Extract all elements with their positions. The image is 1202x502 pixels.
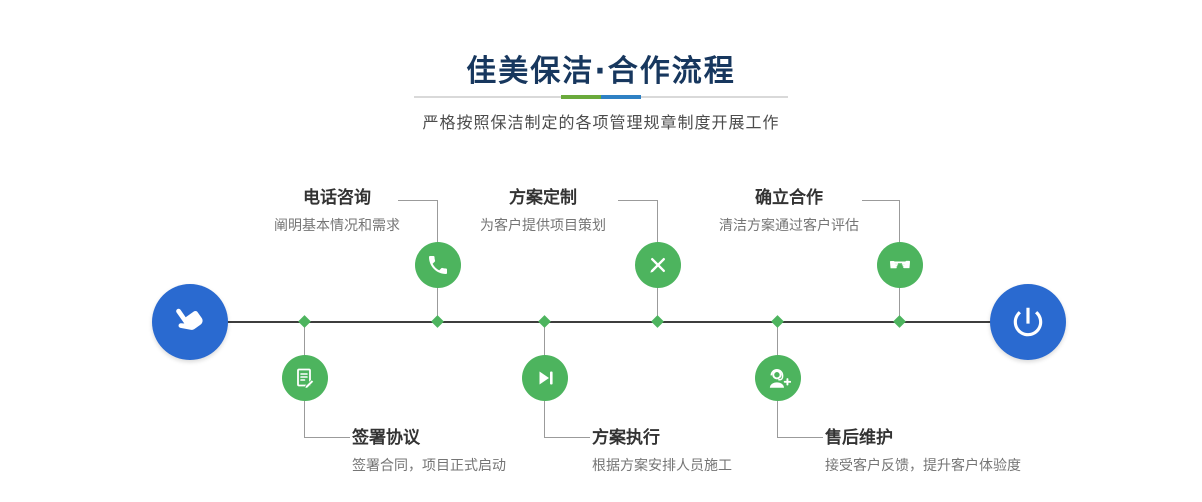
page-subtitle: 严格按照保洁制定的各项管理规章制度开展工作 (422, 113, 780, 132)
step-sign-agreement: 签署协议 签署合同，项目正式启动 (352, 428, 582, 475)
timeline-diamond (431, 315, 444, 328)
timeline-diamond (771, 315, 784, 328)
design-icon (646, 253, 670, 277)
timeline-diamond (298, 315, 311, 328)
step-plan-execute: 方案执行 根据方案安排人员施工 (592, 428, 822, 475)
step-plan-customize: 方案定制 为客户提供项目策划 (462, 188, 624, 235)
hand-pointer-icon (162, 294, 217, 350)
connector-line (398, 200, 438, 201)
step-title: 方案执行 (592, 428, 660, 448)
handshake-icon: ☛☚ (888, 255, 912, 274)
contract-icon (293, 366, 317, 390)
page-title: 佳美保洁·合作流程 (466, 54, 736, 89)
execute-icon (533, 366, 557, 390)
step-title: 售后维护 (825, 428, 893, 448)
step-title: 方案定制 (509, 188, 577, 208)
step-desc: 接受客户反馈，提升客户体验度 (825, 458, 1021, 474)
divider-accent-green (561, 95, 601, 99)
node-sign-agreement (282, 355, 328, 401)
connector-line (777, 437, 823, 438)
node-after-sales (755, 355, 801, 401)
step-establish-cooperation: 确立合作 清洁方案通过客户评估 (705, 188, 873, 235)
connector-line (304, 437, 350, 438)
step-title: 签署协议 (352, 428, 420, 448)
step-desc: 清洁方案通过客户评估 (719, 218, 859, 234)
step-title: 电话咨询 (303, 188, 371, 208)
node-plan-execute (522, 355, 568, 401)
connector-line (862, 200, 900, 201)
support-icon (765, 365, 792, 391)
connector-line (544, 437, 590, 438)
step-desc: 根据方案安排人员施工 (592, 458, 732, 474)
step-phone-consult: 电话咨询 阐明基本情况和需求 (257, 188, 417, 235)
power-icon (1009, 303, 1047, 341)
node-plan-customize (635, 242, 681, 288)
node-phone-consult (415, 242, 461, 288)
connector-line (618, 200, 658, 201)
step-after-sales: 售后维护 接受客户反馈，提升客户体验度 (825, 428, 1075, 475)
divider-accent-blue (601, 95, 641, 99)
timeline-diamond (651, 315, 664, 328)
timeline-diamond (538, 315, 551, 328)
timeline-diamond (893, 315, 906, 328)
step-title: 确立合作 (755, 188, 823, 208)
step-desc: 签署合同，项目正式启动 (352, 458, 506, 474)
timeline-line (190, 321, 1028, 323)
timeline-end-node (990, 284, 1066, 360)
timeline-start-node (152, 284, 228, 360)
step-desc: 为客户提供项目策划 (480, 218, 606, 234)
phone-icon (426, 253, 450, 277)
title-divider (414, 95, 788, 99)
step-desc: 阐明基本情况和需求 (274, 218, 400, 234)
node-establish-cooperation: ☛☚ (877, 242, 923, 288)
